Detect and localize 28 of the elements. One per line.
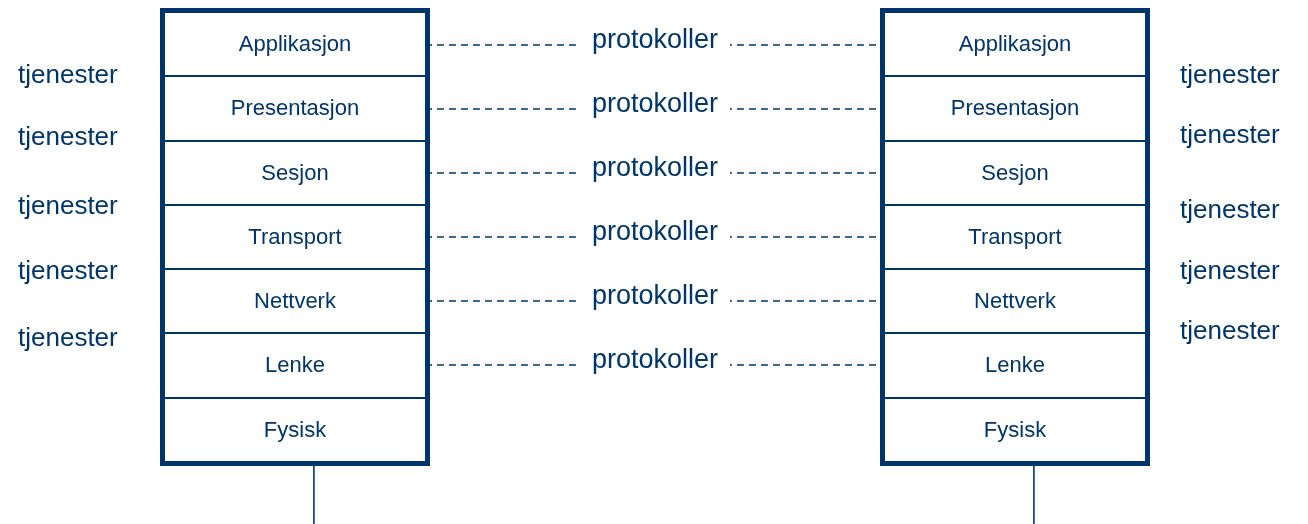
layer-name: Presentasjon (230, 95, 360, 122)
service-label: tjenester (1180, 120, 1280, 147)
service-label: tjenester (1180, 316, 1280, 343)
service-label: tjenester (18, 60, 118, 87)
layer-name: Fysisk (263, 416, 327, 443)
connector-line (313, 465, 315, 524)
layer-name: Nettverk (254, 288, 336, 315)
layer-name: Transport (248, 223, 342, 251)
connector-line (1033, 465, 1035, 524)
service-label: tjenester (1180, 60, 1280, 87)
service-label: tjenester (1180, 256, 1280, 283)
layer-name: Transport (968, 223, 1062, 251)
layer-name: Sesjon (261, 159, 329, 186)
service-label: tjenester (18, 256, 118, 283)
layer-name: Lenke (265, 352, 325, 379)
service-label: tjenester (18, 191, 118, 218)
layer-stack (880, 8, 1150, 466)
layer-name: Applikasjon (958, 30, 1072, 58)
layer-name: Presentasjon (950, 95, 1080, 122)
layer-name: Lenke (985, 352, 1045, 379)
service-label: tjenester (18, 122, 118, 149)
layer-name: Nettverk (974, 288, 1056, 315)
layer-name: Applikasjon (238, 30, 352, 58)
layer-name: Sesjon (981, 159, 1049, 186)
service-label: tjenester (1180, 195, 1280, 222)
layer-stack (160, 8, 430, 466)
layer-name: Fysisk (983, 416, 1047, 443)
service-label: tjenester (18, 323, 118, 350)
